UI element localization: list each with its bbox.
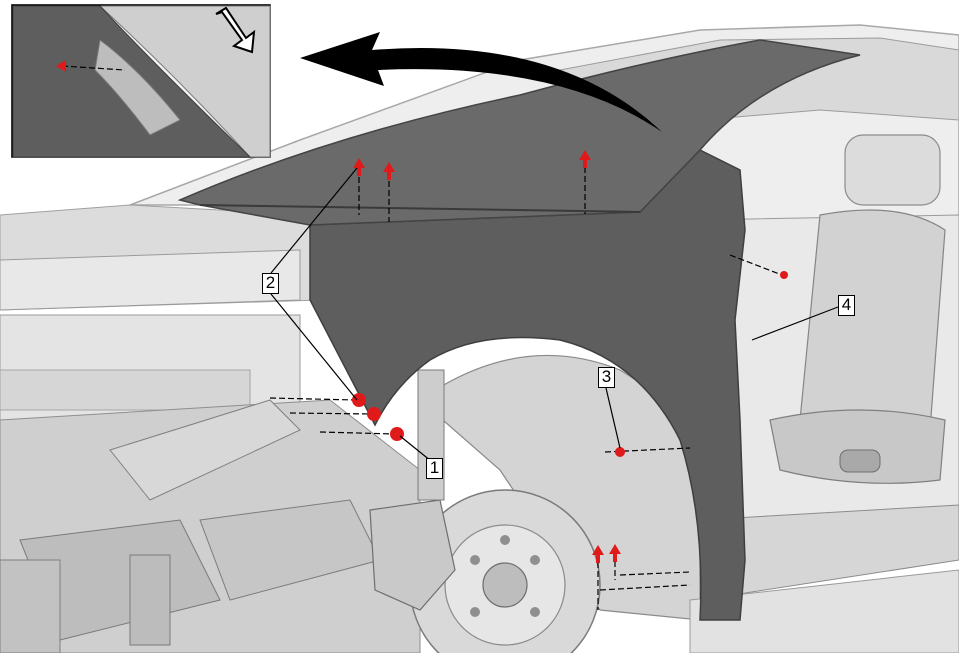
callout-3: 3	[598, 367, 615, 388]
fastener-dot-icon	[352, 393, 366, 407]
bolt-arrow-icon	[609, 544, 621, 554]
seat	[769, 134, 946, 484]
fender-panel	[309, 149, 746, 621]
callout-4: 4	[838, 295, 855, 316]
callout-2: 2	[262, 273, 279, 294]
fastener-leaders	[269, 158, 783, 610]
callout-leaders	[270, 167, 839, 462]
bolt-arrow-icon	[383, 162, 395, 172]
curved-arrow-icon	[300, 32, 662, 132]
hollow-arrow-icon	[215, 6, 256, 54]
fastener-dot-icon	[615, 447, 625, 457]
callout-1: 1	[426, 458, 443, 479]
top-bolts	[353, 150, 621, 563]
bolt-arrow-icon	[592, 545, 604, 555]
hood-panel	[177, 39, 861, 226]
fastener-dot-icon	[780, 271, 788, 279]
fastener-dots	[352, 271, 788, 457]
bolt-arrow-icon	[56, 60, 66, 72]
detail-inset	[11, 4, 271, 158]
fastener-dot-icon	[367, 407, 381, 421]
vehicle-body	[0, 24, 959, 653]
bolt-arrow-icon	[579, 150, 591, 160]
fastener-dot-icon	[390, 427, 404, 441]
bolt-arrow-icon	[353, 158, 365, 168]
